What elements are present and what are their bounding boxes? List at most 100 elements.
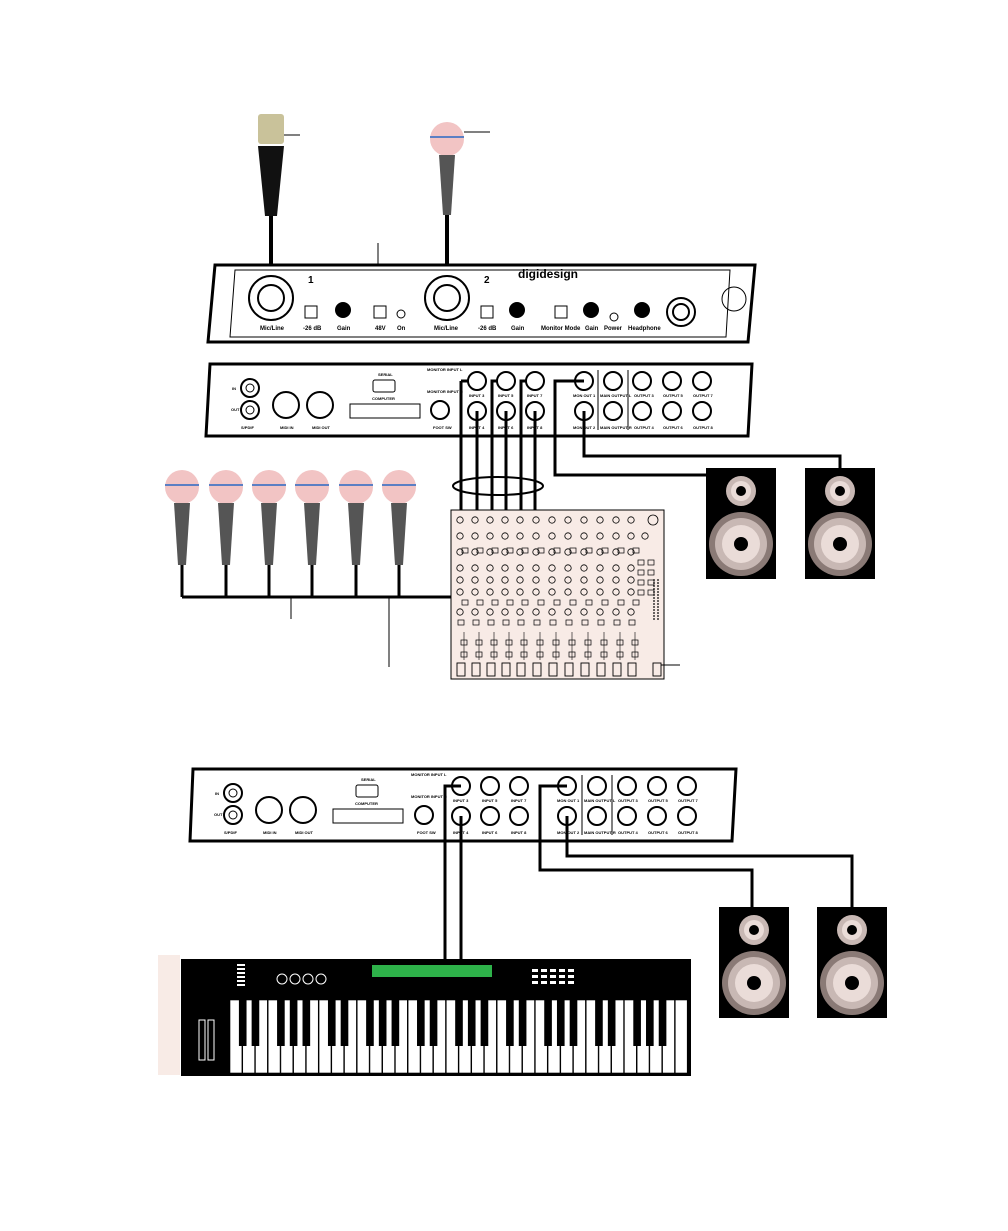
svg-text:MONITOR INPUT L: MONITOR INPUT L (411, 772, 447, 777)
dynamic-microphone (209, 470, 243, 565)
svg-text:INPUT 7: INPUT 7 (511, 798, 527, 803)
black-key[interactable] (417, 1000, 425, 1046)
svg-text:MONITOR INPUT R: MONITOR INPUT R (411, 794, 447, 799)
svg-text:Gain: Gain (337, 326, 351, 332)
cable-bundle-callout (452, 476, 544, 496)
svg-text:MAIN OUTPUT L: MAIN OUTPUT L (584, 798, 616, 803)
headphone-knob[interactable] (634, 302, 650, 318)
black-key[interactable] (518, 1000, 527, 1046)
svg-text:S/PDIF: S/PDIF (224, 830, 237, 835)
svg-text:OUTPUT 4: OUTPUT 4 (634, 425, 655, 430)
svg-text:INPUT 7: INPUT 7 (527, 393, 543, 398)
black-key[interactable] (289, 1000, 298, 1046)
foot-switch-jack[interactable] (414, 805, 434, 825)
black-key[interactable] (238, 1000, 247, 1046)
svg-text:MIDI OUT: MIDI OUT (295, 830, 314, 835)
gain-knob-1[interactable] (335, 302, 351, 318)
svg-text:OUTPUT 5: OUTPUT 5 (663, 393, 684, 398)
monitor-cables-bottom (538, 784, 854, 907)
black-key[interactable] (607, 1000, 616, 1046)
svg-text:COMPUTER: COMPUTER (372, 396, 395, 401)
black-key[interactable] (340, 1000, 349, 1046)
svg-text:MONITOR INPUT R: MONITOR INPUT R (427, 389, 463, 394)
black-key[interactable] (327, 1000, 336, 1046)
interface-back-panel-bottom: IN OUT S/PDIF MIDI IN MIDI OUT SERIAL CO… (188, 767, 738, 843)
power-button[interactable] (721, 286, 747, 312)
svg-text:MON OUT 1: MON OUT 1 (557, 798, 580, 803)
svg-text:INPUT 5: INPUT 5 (482, 798, 498, 803)
black-key[interactable] (467, 1000, 476, 1046)
computer-port[interactable] (332, 808, 404, 824)
condenser-mic-cap (258, 114, 284, 144)
gain-knob-2[interactable] (509, 302, 525, 318)
svg-text:Power: Power (604, 326, 623, 332)
black-key[interactable] (595, 1000, 603, 1046)
dynamic-microphone (165, 470, 199, 565)
channel-1-label: 1 (308, 275, 314, 286)
black-key[interactable] (302, 1000, 311, 1046)
dynamic-microphone (339, 470, 373, 565)
svg-text:FOOT SW: FOOT SW (417, 830, 436, 835)
svg-text:MAIN OUTPUT R: MAIN OUTPUT R (584, 830, 616, 835)
studio-monitor-speaker (706, 468, 776, 579)
svg-text:OUTPUT 3: OUTPUT 3 (634, 393, 655, 398)
serial-port[interactable] (355, 784, 379, 798)
mic-head (430, 122, 464, 156)
pad-switch-1[interactable] (304, 305, 318, 319)
phantom-switch[interactable] (373, 305, 387, 319)
svg-text:COMPUTER: COMPUTER (355, 801, 378, 806)
svg-text:On: On (397, 326, 406, 332)
svg-text:Headphone: Headphone (628, 326, 661, 332)
monitor-mode-switch[interactable] (554, 305, 568, 319)
svg-text:-26 dB: -26 dB (303, 326, 322, 332)
svg-text:OUTPUT 8: OUTPUT 8 (693, 425, 714, 430)
svg-text:MIDI IN: MIDI IN (263, 830, 277, 835)
xlr-input-1[interactable] (248, 275, 294, 321)
keyboard-cables (443, 784, 463, 959)
xlr-input-2[interactable] (424, 275, 470, 321)
computer-port[interactable] (349, 403, 421, 419)
black-key[interactable] (658, 1000, 667, 1046)
black-key[interactable] (569, 1000, 578, 1046)
midi-out-port[interactable] (306, 391, 334, 419)
dynamic-microphone (430, 122, 490, 215)
white-key[interactable] (674, 999, 688, 1074)
svg-text:MON OUT 1: MON OUT 1 (573, 393, 596, 398)
midi-out-port[interactable] (289, 796, 317, 824)
black-key[interactable] (391, 1000, 400, 1046)
black-key[interactable] (480, 1000, 489, 1046)
black-key[interactable] (251, 1000, 260, 1046)
black-key[interactable] (633, 1000, 641, 1046)
svg-text:SERIAL: SERIAL (361, 777, 376, 782)
svg-text:INPUT 3: INPUT 3 (453, 798, 469, 803)
interface-front-panel: digidesign 1 2 Mic/Line -26 dB Gain 48V … (206, 263, 757, 344)
svg-text:OUTPUT 4: OUTPUT 4 (618, 830, 639, 835)
phantom-led (396, 309, 406, 319)
svg-text:IN: IN (215, 791, 219, 796)
svg-text:Gain: Gain (585, 326, 599, 332)
foot-switch-jack[interactable] (430, 400, 450, 420)
monitor-gain-knob[interactable] (583, 302, 599, 318)
midi-in-port[interactable] (272, 391, 300, 419)
svg-text:OUTPUT 6: OUTPUT 6 (648, 830, 669, 835)
black-key[interactable] (366, 1000, 374, 1046)
svg-text:Monitor Mode: Monitor Mode (541, 326, 581, 332)
black-key[interactable] (556, 1000, 565, 1046)
black-key[interactable] (429, 1000, 438, 1046)
serial-port[interactable] (372, 379, 396, 393)
svg-text:-26 dB: -26 dB (478, 326, 497, 332)
svg-text:OUT: OUT (214, 812, 223, 817)
black-key[interactable] (455, 1000, 463, 1046)
black-key[interactable] (277, 1000, 285, 1046)
pad-switch-2[interactable] (480, 305, 494, 319)
svg-text:INPUT 3: INPUT 3 (469, 393, 485, 398)
black-key[interactable] (544, 1000, 552, 1046)
black-key[interactable] (506, 1000, 514, 1046)
black-key[interactable] (378, 1000, 387, 1046)
studio-monitor-speaker (805, 468, 875, 579)
headphone-jack[interactable] (666, 297, 696, 327)
svg-text:Mic/Line: Mic/Line (260, 326, 285, 332)
midi-in-port[interactable] (255, 796, 283, 824)
svg-text:INPUT 8: INPUT 8 (511, 830, 527, 835)
black-key[interactable] (646, 1000, 654, 1046)
